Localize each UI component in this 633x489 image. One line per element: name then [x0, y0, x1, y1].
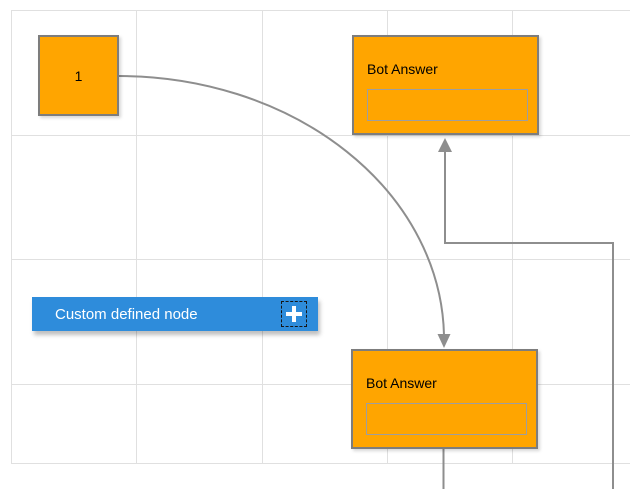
add-node-button[interactable]	[281, 301, 307, 327]
bot-answer-input[interactable]	[366, 403, 527, 435]
plus-icon	[286, 306, 302, 322]
custom-defined-node[interactable]: Custom defined node	[32, 297, 318, 331]
bot-answer-title: Bot Answer	[366, 375, 437, 391]
connectors	[118, 75, 614, 489]
connector-orthogonal[interactable]	[444, 151, 614, 489]
bot-answer-title: Bot Answer	[367, 61, 438, 77]
arrowhead-down-icon	[437, 334, 451, 348]
start-node[interactable]: 1	[38, 35, 119, 116]
start-node-label: 1	[74, 67, 83, 84]
bot-answer-node-bottom[interactable]: Bot Answer	[351, 349, 538, 449]
arrowhead-up-icon	[438, 138, 452, 152]
bot-answer-input[interactable]	[367, 89, 528, 121]
custom-node-label: Custom defined node	[55, 305, 198, 323]
connector-curve[interactable]	[118, 75, 445, 336]
bot-answer-node-top[interactable]: Bot Answer	[352, 35, 539, 135]
